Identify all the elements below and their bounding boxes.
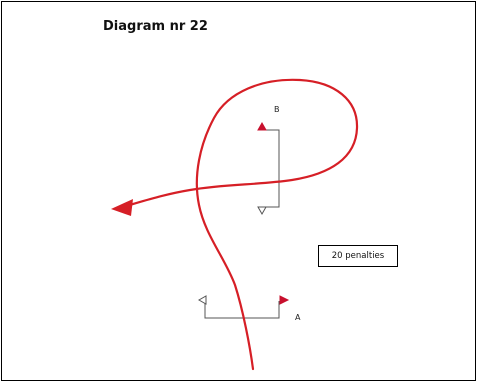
gate-a-white-flag: [197, 295, 207, 305]
gate-b-white-flag: [257, 206, 267, 216]
gate-b: B: [257, 105, 280, 216]
diagram-title: Diagram nr 22: [103, 19, 208, 34]
gate-a-red-flag: [279, 295, 290, 305]
course-line: [124, 78, 359, 371]
gate-b-label: B: [274, 105, 280, 114]
gate-a: A: [197, 295, 301, 322]
gate-a-line: [204, 301, 280, 319]
gate-b-red-flag: [257, 121, 267, 131]
penalty-note: 20 penalties: [318, 245, 398, 267]
gate-a-label: A: [295, 313, 301, 322]
course-arrowhead: [111, 199, 133, 216]
gate-b-line: [262, 129, 280, 208]
